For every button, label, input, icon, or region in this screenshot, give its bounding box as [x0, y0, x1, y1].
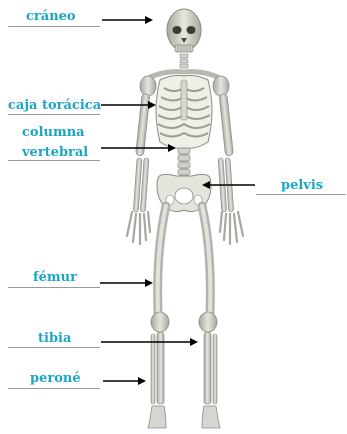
arrow-craneo: [102, 16, 153, 24]
neck-vertebrae: [180, 54, 188, 68]
label-femur: fémur: [33, 270, 77, 285]
label-pelvis: pelvis: [281, 178, 323, 193]
label-craneo: cráneo: [26, 9, 76, 24]
label-columna-line2: vertebral: [22, 145, 88, 160]
underline-femur: [8, 287, 100, 288]
label-perone: peroné: [30, 371, 81, 386]
arrow-perone: [103, 377, 146, 385]
underline-craneo: [8, 26, 100, 27]
lumbar-spine: [178, 148, 190, 175]
underline-caja-toracica: [8, 114, 100, 115]
label-tibia: tibia: [38, 331, 71, 346]
label-columna-line1: columna: [22, 125, 85, 140]
underline-columna-vertebral: [8, 160, 100, 161]
rib-cage: [156, 76, 212, 149]
legs: [148, 206, 220, 428]
skull: [167, 9, 201, 52]
arrow-tibia: [101, 338, 198, 346]
label-caja-toracica: caja torácica: [8, 98, 101, 113]
underline-pelvis: [256, 194, 346, 195]
underline-perone: [8, 388, 100, 389]
underline-tibia: [8, 347, 100, 348]
arrow-femur: [100, 279, 153, 287]
